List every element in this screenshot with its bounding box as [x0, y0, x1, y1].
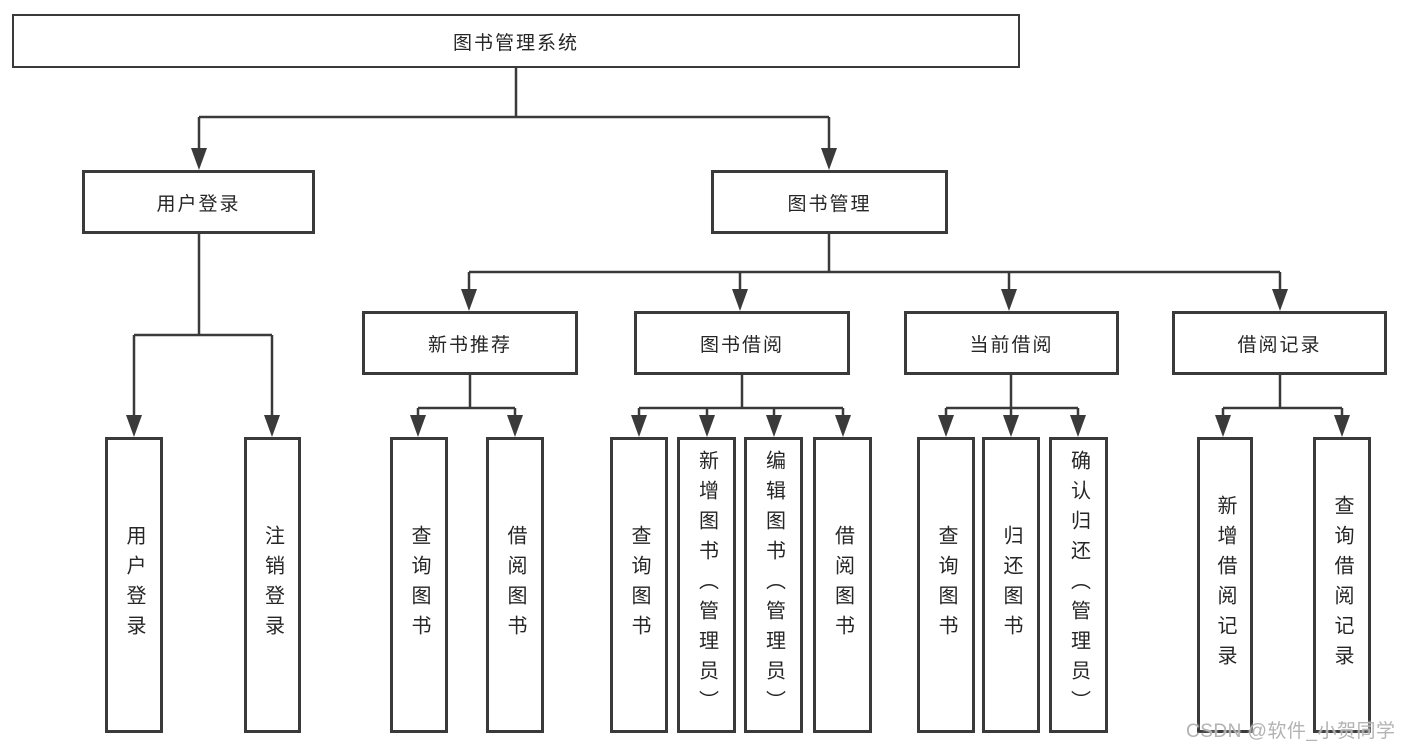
node-library-management-system: 图书管理系统 [12, 14, 1020, 68]
node-label: 确认归还（管理员） [1067, 450, 1090, 720]
leaf-add-borrow-record: 新增借阅记录 [1197, 437, 1253, 733]
node-book-management: 图书管理 [711, 170, 948, 234]
node-label: 归还图书 [1000, 525, 1022, 645]
node-label: 查询图书 [408, 525, 430, 645]
node-label: 用户登录 [156, 193, 241, 215]
leaf-add-books-admin: 新增图书（管理员） [677, 437, 736, 733]
leaf-return-books: 归还图书 [982, 437, 1040, 733]
leaf-edit-books-admin: 编辑图书（管理员） [744, 437, 803, 733]
node-label: 查询图书 [935, 525, 957, 645]
node-label: 图书借阅 [699, 334, 784, 356]
csdn-watermark: CSDN @软件_小贺同学 [1186, 721, 1396, 742]
leaf-logout: 注销登录 [244, 437, 301, 733]
node-label: 借阅记录 [1237, 334, 1322, 356]
node-label: 编辑图书（管理员） [762, 450, 785, 720]
node-label: 借阅图书 [504, 525, 526, 645]
leaf-borrowing-query-books: 查询图书 [610, 437, 668, 733]
node-label: 用户登录 [123, 525, 145, 645]
leaf-current-query-books: 查询图书 [917, 437, 975, 733]
node-label: 查询借阅记录 [1331, 495, 1353, 675]
leaf-query-borrow-record: 查询借阅记录 [1313, 437, 1371, 733]
node-label: 新增借阅记录 [1214, 495, 1236, 675]
arrowheads [126, 148, 1350, 437]
node-label: 图书管理 [787, 193, 872, 215]
node-user-login: 用户登录 [82, 170, 315, 234]
leaf-recommend-query-books: 查询图书 [390, 437, 448, 733]
node-new-book-recommend: 新书推荐 [362, 311, 578, 375]
node-label: 新增图书（管理员） [695, 450, 718, 720]
node-label: 当前借阅 [969, 334, 1054, 356]
node-label: 图书管理系统 [452, 32, 579, 54]
leaf-borrowing-borrow-books: 借阅图书 [813, 437, 872, 733]
node-label: 新书推荐 [427, 334, 512, 356]
node-label: 借阅图书 [831, 525, 854, 645]
leaf-confirm-return-admin: 确认归还（管理员） [1049, 437, 1108, 733]
node-book-borrowing: 图书借阅 [634, 311, 850, 375]
leaf-recommend-borrow-books: 借阅图书 [486, 437, 544, 733]
node-label: 注销登录 [261, 525, 284, 645]
node-label: 查询图书 [628, 525, 650, 645]
node-current-borrowing: 当前借阅 [904, 311, 1119, 375]
node-borrowing-records: 借阅记录 [1172, 311, 1387, 375]
leaf-user-login: 用户登录 [105, 437, 163, 733]
